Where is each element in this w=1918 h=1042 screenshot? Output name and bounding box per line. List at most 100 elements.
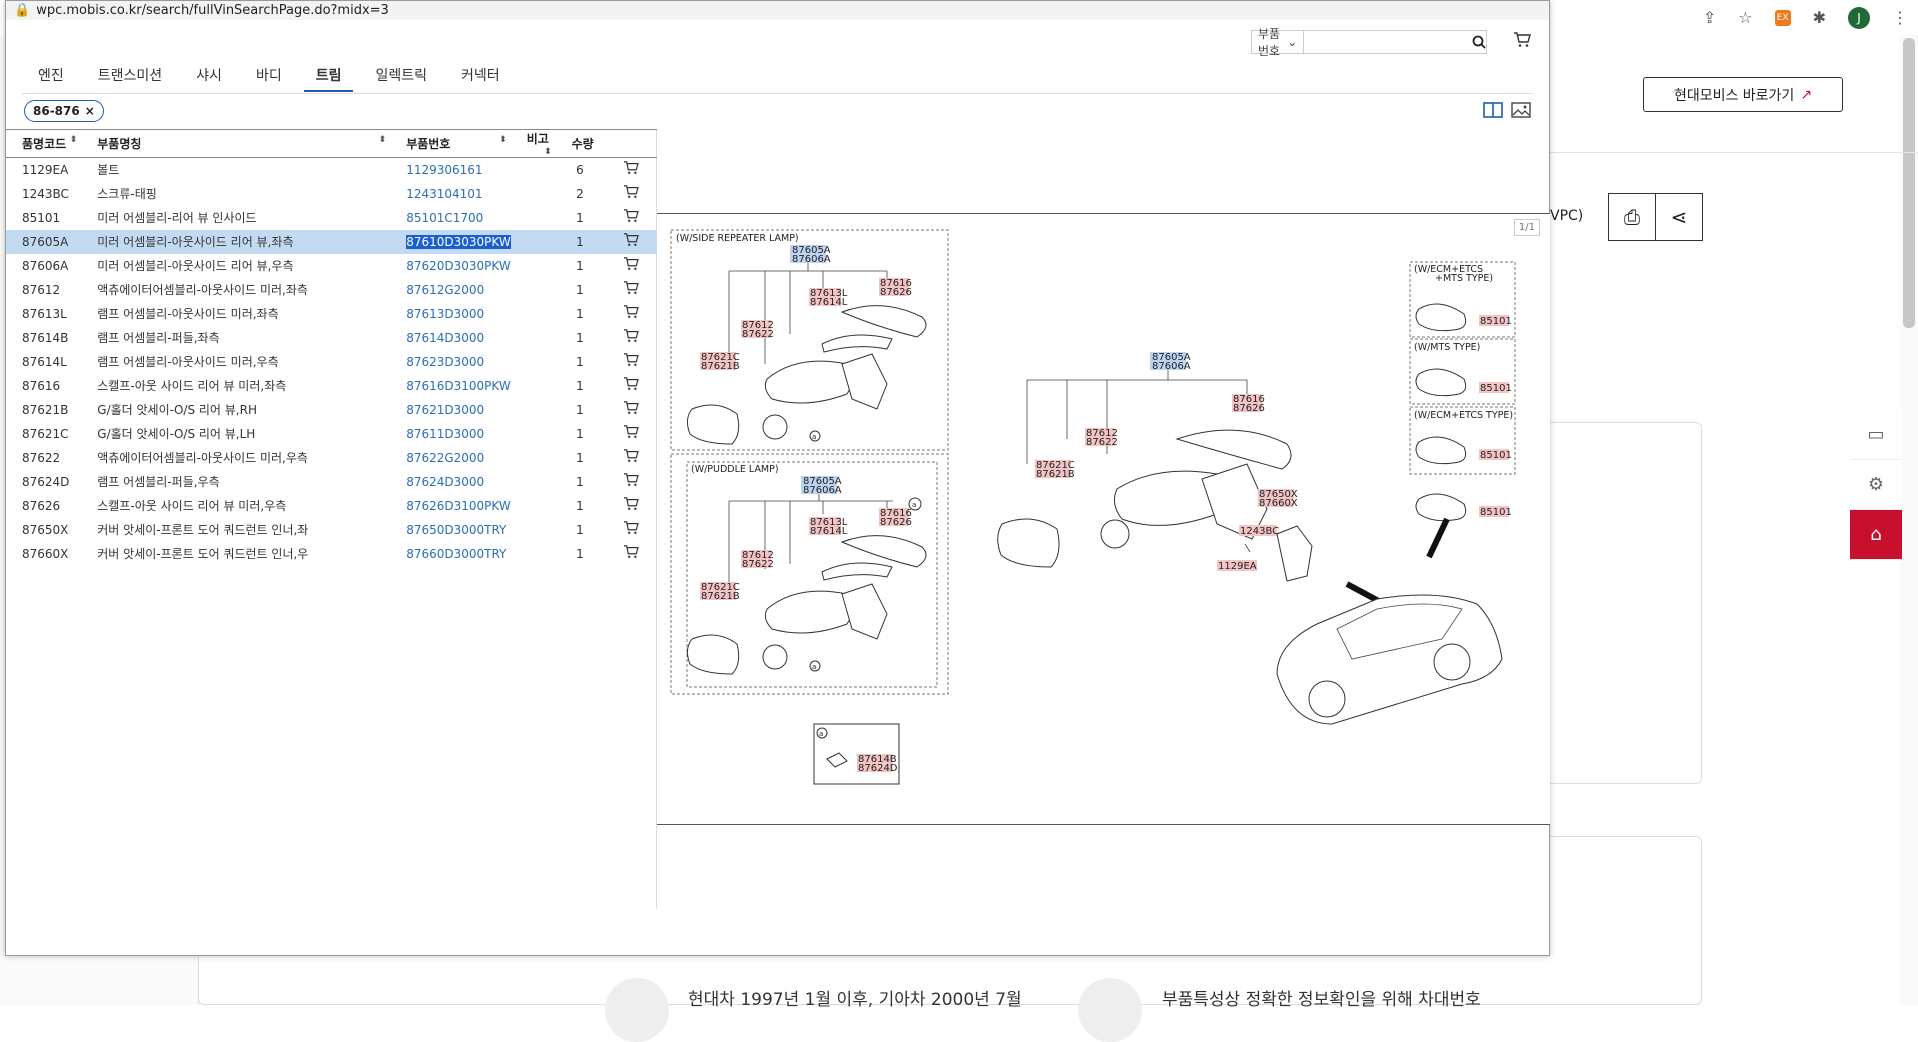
- puzzle-icon[interactable]: ✱: [1812, 8, 1826, 27]
- repeater-lamp-part[interactable]: [821, 334, 893, 353]
- image-view-icon[interactable]: [1511, 102, 1531, 118]
- detail-marker-a-4[interactable]: [816, 727, 828, 739]
- callout-87612-3-bg[interactable]: [1085, 428, 1115, 446]
- profile-avatar[interactable]: J: [1848, 6, 1870, 29]
- callout-87621C-3-bg[interactable]: [1035, 460, 1071, 478]
- tab-5[interactable]: 일렉트릭: [375, 68, 427, 84]
- add-to-cart-button[interactable]: [604, 518, 657, 542]
- add-to-cart-button[interactable]: [604, 494, 657, 518]
- search-button[interactable]: [1471, 31, 1486, 53]
- part-number-link[interactable]: 87612G2000: [390, 278, 511, 302]
- part-number-link[interactable]: 85101C1700: [390, 206, 511, 230]
- close-icon[interactable]: ×: [84, 104, 95, 118]
- callout-87616-2-bg[interactable]: [879, 508, 909, 526]
- part-number-link[interactable]: 87650D3000TRY: [390, 518, 511, 542]
- part-number-link[interactable]: 1243104101: [390, 182, 511, 206]
- callout-87616-bg[interactable]: [879, 278, 909, 296]
- part-number-link[interactable]: 87624D3000: [390, 470, 511, 494]
- callout-87605A-bg[interactable]: [790, 245, 826, 263]
- part-number-link[interactable]: 87622G2000: [390, 446, 511, 470]
- home-icon[interactable]: ⌂: [1850, 510, 1902, 560]
- repeater-lamp-part-2[interactable]: [821, 562, 893, 581]
- tab-1[interactable]: 트랜스미션: [97, 68, 163, 84]
- extension-icon[interactable]: EX: [1774, 9, 1791, 26]
- share-icon[interactable]: ⇪: [1702, 8, 1717, 27]
- callout-1129EA-bg[interactable]: [1217, 560, 1257, 571]
- detail-marker-a[interactable]: [809, 430, 821, 442]
- col-header-name[interactable]: 부품명칭⬍: [81, 129, 391, 158]
- callout-87605A-3-bg[interactable]: [1150, 352, 1186, 370]
- mirror-glass-part-2[interactable]: [686, 634, 740, 675]
- popup-url[interactable]: wpc.mobis.co.kr/search/fullVinSearchPage…: [36, 3, 389, 18]
- cart-button[interactable]: [1513, 32, 1531, 52]
- mirror-glass-part-3[interactable]: [997, 518, 1060, 568]
- split-view-icon[interactable]: [1483, 102, 1503, 118]
- add-to-cart-button[interactable]: [604, 446, 657, 470]
- callout-85101-4-bg[interactable]: [1479, 506, 1509, 517]
- filter-chip[interactable]: 86-876 ×: [24, 100, 104, 122]
- add-to-cart-button[interactable]: [604, 350, 657, 374]
- search-input[interactable]: [1304, 31, 1472, 53]
- part-number-link[interactable]: 87660D3000TRY: [390, 542, 511, 566]
- callout-87650X-bg[interactable]: [1258, 489, 1294, 507]
- bookmark-star-icon[interactable]: ☆: [1738, 8, 1753, 27]
- hyundai-mobis-link-button[interactable]: 현대모비스 바로가기 ↗: [1643, 77, 1843, 112]
- scalp-cover-part[interactable]: [840, 305, 927, 338]
- tab-0[interactable]: 엔진: [38, 68, 64, 84]
- callout-85101-1-bg[interactable]: [1479, 315, 1509, 326]
- tab-6[interactable]: 커넥터: [461, 68, 500, 84]
- part-number-link[interactable]: 87616D3100PKW: [390, 374, 511, 398]
- inside-mirror-part-4[interactable]: [1415, 493, 1467, 522]
- callout-87605A-2-bg[interactable]: [801, 476, 837, 494]
- add-to-cart-button[interactable]: [604, 374, 657, 398]
- callout-87621C-2-bg[interactable]: [700, 582, 736, 600]
- actuator-part[interactable]: [762, 414, 788, 440]
- mirror-housing-part-2[interactable]: [764, 590, 853, 634]
- settings-gear-icon[interactable]: ⚙: [1850, 460, 1902, 510]
- screw-part[interactable]: [1244, 543, 1251, 553]
- share-button[interactable]: ⋖: [1656, 194, 1702, 240]
- detail-marker-a-3[interactable]: [809, 660, 821, 672]
- scalp-cover-part-2[interactable]: [840, 535, 927, 568]
- callout-85101-2-bg[interactable]: [1479, 382, 1509, 393]
- add-to-cart-button[interactable]: [604, 326, 657, 350]
- part-number-link[interactable]: 87610D3030PKW: [390, 230, 511, 254]
- callout-87613L-2-bg[interactable]: [809, 517, 841, 535]
- part-number-link[interactable]: 87623D3000: [390, 350, 511, 374]
- tab-4[interactable]: 트림: [303, 66, 354, 92]
- mirror-housing-part[interactable]: [764, 360, 853, 404]
- tab-3[interactable]: 바디: [255, 68, 282, 84]
- callout-87613L-bg[interactable]: [809, 288, 841, 306]
- col-header-code[interactable]: 품명코드⬍: [6, 129, 82, 158]
- col-header-remark[interactable]: 비고⬍: [510, 129, 556, 158]
- callout-87616-3-bg[interactable]: [1232, 394, 1262, 412]
- part-number-link[interactable]: 1129306161: [390, 158, 511, 182]
- page-scrollbar[interactable]: [1903, 38, 1915, 328]
- print-button[interactable]: ⎙: [1609, 194, 1656, 240]
- detail-marker-a-2[interactable]: [908, 497, 922, 511]
- add-to-cart-button[interactable]: [604, 542, 657, 566]
- mirror-base-part[interactable]: [841, 353, 888, 410]
- mirror-base-part-3[interactable]: [1201, 463, 1268, 540]
- callout-87614B-bg[interactable]: [857, 754, 893, 772]
- add-to-cart-button[interactable]: [604, 278, 657, 302]
- add-to-cart-button[interactable]: [604, 182, 657, 206]
- part-number-link[interactable]: 87626D3100PKW: [390, 494, 511, 518]
- add-to-cart-button[interactable]: [604, 302, 657, 326]
- part-number-link[interactable]: 87613D3000: [390, 302, 511, 326]
- callout-87612-bg[interactable]: [741, 320, 771, 338]
